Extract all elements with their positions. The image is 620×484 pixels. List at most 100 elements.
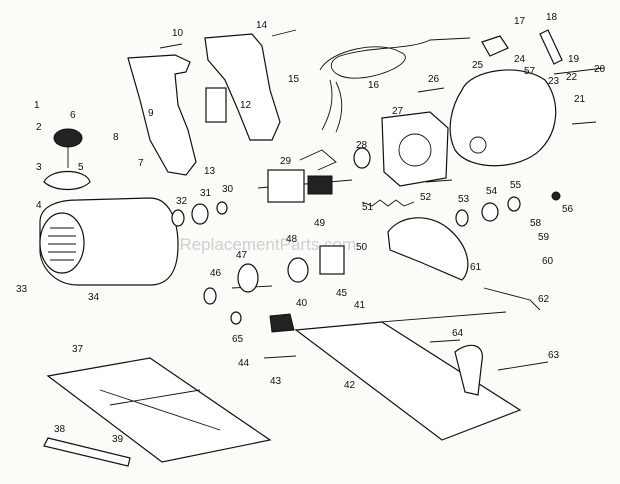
knob-part (269, 313, 295, 333)
screw-part (553, 67, 605, 75)
part-number-label: 37 (72, 344, 84, 355)
gear-part (231, 263, 273, 293)
part-number-label: 3 (36, 162, 42, 173)
watermark: eReplacementParts.com (170, 235, 356, 254)
cap-part (43, 171, 91, 191)
field-coil-part (381, 111, 449, 187)
part-number-label: 25 (472, 60, 484, 71)
bearing-part (455, 209, 469, 227)
part-number-label: 44 (238, 358, 250, 369)
field-bore-part (398, 133, 432, 167)
part-number-label: 60 (542, 256, 554, 267)
base-cross-part (99, 389, 221, 431)
part-number-label: 56 (562, 204, 574, 215)
armature-part (257, 149, 353, 203)
part-number-label: 54 (486, 186, 498, 197)
part-number-label: 18 (546, 12, 558, 23)
part-number-label: 8 (113, 132, 119, 143)
screw-part (263, 355, 297, 359)
guard-hub-part (469, 136, 487, 154)
cord-leads-part (321, 79, 343, 133)
depth-rod-part (379, 311, 507, 323)
washer-part (53, 128, 83, 168)
part-number-label: 53 (458, 194, 470, 205)
part-number-label: 62 (538, 294, 550, 305)
part-number-label: 51 (362, 202, 374, 213)
bolt-part (497, 361, 549, 371)
tool-part (539, 29, 563, 65)
part-number-label: 57 (524, 66, 536, 77)
part-number-label: 50 (356, 242, 368, 253)
bearing-part (481, 202, 499, 222)
part-number-label: 7 (138, 158, 144, 169)
screw-part (417, 87, 445, 93)
part-number-label: 32 (176, 196, 188, 207)
part-number-label: 45 (336, 288, 348, 299)
part-number-label: 26 (428, 74, 440, 85)
part-number-label: 22 (566, 72, 578, 83)
handle-housing-part (127, 54, 197, 176)
part-number-label: 46 (210, 268, 222, 279)
part-number-label: 61 (470, 262, 482, 273)
part-number-label: 42 (344, 380, 356, 391)
part-number-label: 43 (270, 376, 282, 387)
bearing-part (230, 311, 242, 325)
part-number-label: 38 (54, 424, 66, 435)
wrench-part (43, 437, 131, 467)
part-number-label: 5 (78, 162, 84, 173)
switch-part (205, 87, 227, 123)
part-number-label: 27 (392, 106, 404, 117)
part-number-label: 48 (286, 234, 298, 245)
pin-part (429, 339, 461, 343)
part-number-label: 29 (280, 156, 292, 167)
washer-part (216, 201, 228, 215)
part-number-label: 2 (36, 122, 42, 133)
screw-part (271, 29, 297, 37)
part-number-label: 23 (548, 76, 560, 87)
part-number-label: 16 (368, 80, 380, 91)
part-number-label: 21 (574, 94, 586, 105)
lever-part (483, 287, 541, 311)
part-number-label: 40 (296, 298, 308, 309)
plug-part (481, 35, 509, 57)
part-number-label: 34 (88, 292, 100, 303)
part-number-label: 17 (514, 16, 526, 27)
part-number-label: 52 (420, 192, 432, 203)
part-number-label: 33 (16, 284, 28, 295)
screw-part (425, 179, 453, 183)
shoe-part (294, 321, 522, 441)
part-number-label: 1 (34, 100, 40, 111)
part-number-label: 41 (354, 300, 366, 311)
part-number-label: 6 (70, 110, 76, 121)
plate-part (319, 245, 345, 275)
part-number-label: 28 (356, 140, 368, 151)
spring-part (361, 199, 415, 207)
blade-guard-part (449, 69, 557, 167)
screw-part (551, 191, 561, 201)
part-number-label: 19 (568, 54, 580, 65)
switch-handle-part (204, 33, 281, 141)
part-number-label: 12 (240, 100, 252, 111)
shoe-bracket-part (454, 344, 483, 396)
power-cord-part (319, 37, 471, 79)
part-number-label: 58 (530, 218, 542, 229)
part-number-label: 59 (538, 232, 550, 243)
part-number-label: 4 (36, 200, 42, 211)
part-number-label: 9 (148, 108, 154, 119)
bearing-part (353, 147, 371, 169)
part-number-label: 63 (548, 350, 560, 361)
part-number-label: 39 (112, 434, 124, 445)
bearing-part (171, 209, 185, 227)
part-number-label: 30 (222, 184, 234, 195)
part-number-label: 14 (256, 20, 268, 31)
part-number-label: 47 (236, 250, 248, 261)
part-number-label: 10 (172, 28, 184, 39)
part-number-label: 64 (452, 328, 464, 339)
bearing-part (191, 203, 209, 225)
motor-housing-part (39, 197, 179, 286)
part-number-label: 24 (514, 54, 526, 65)
washer-part (507, 196, 521, 212)
